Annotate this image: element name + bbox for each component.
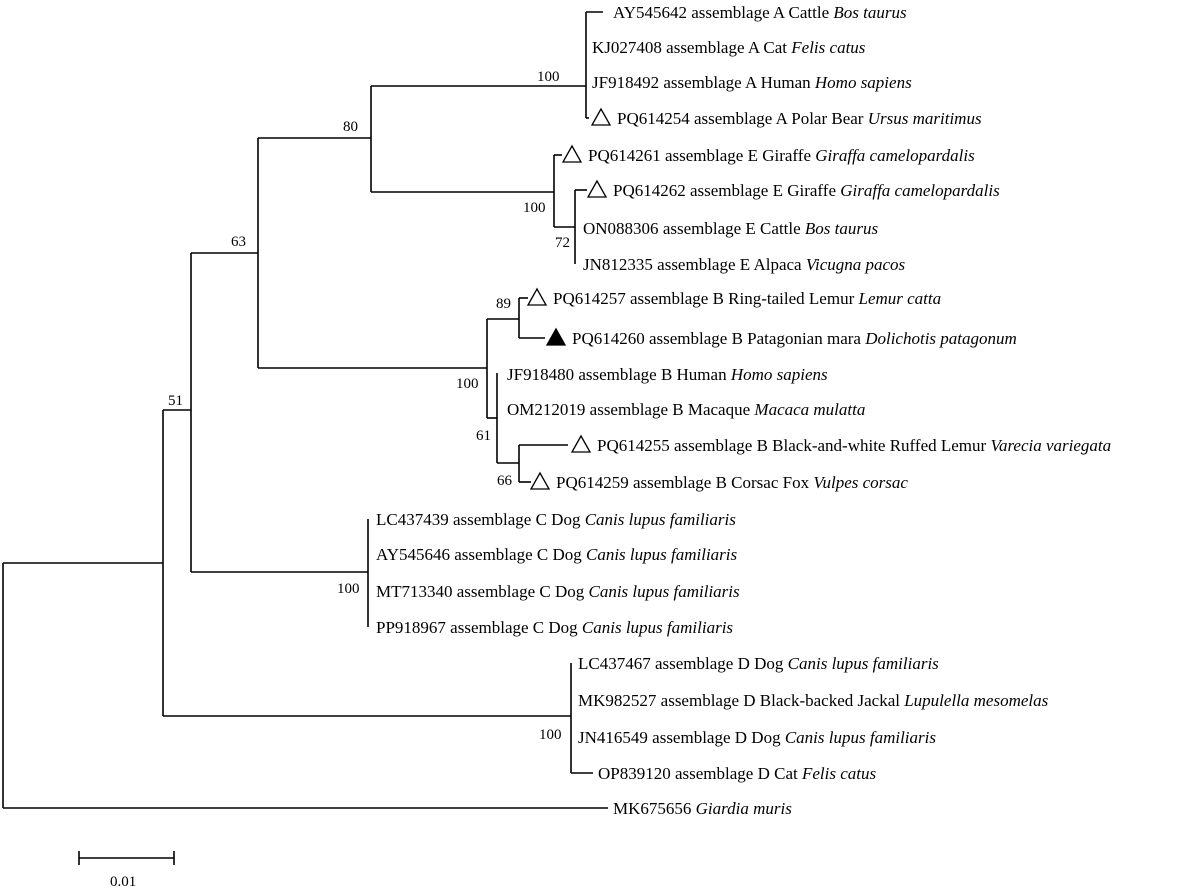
open-triangle-icon — [561, 144, 583, 163]
leaf-label: LC437439 assemblage C Dog Canis lupus fa… — [376, 510, 736, 529]
bootstrap-value: 89 — [496, 296, 511, 312]
bootstrap-value: 66 — [497, 473, 513, 489]
bootstrap-value: 100 — [539, 727, 562, 743]
leaf-label: PQ614262 assemblage E Giraffe Giraffa ca… — [613, 181, 1000, 200]
leaf-label: AY545646 assemblage C Dog Canis lupus fa… — [376, 545, 738, 564]
leaf-label: PQ614257 assemblage B Ring-tailed Lemur … — [553, 289, 941, 308]
leaf-label: OP839120 assemblage D Cat Felis catus — [598, 764, 876, 783]
leaf-label: MK982527 assemblage D Black-backed Jacka… — [578, 691, 1049, 710]
leaf-markers — [526, 107, 612, 490]
leaf-label: PP918967 assemblage C Dog Canis lupus fa… — [376, 618, 733, 637]
leaf-label: AY545642 assemblage A Cattle Bos taurus — [613, 3, 907, 22]
bootstrap-value: 80 — [343, 119, 358, 135]
bootstrap-value: 100 — [456, 376, 479, 392]
scale-bar: 0.01 — [78, 851, 175, 889]
bootstrap-value: 51 — [168, 393, 183, 409]
bootstrap-value: 100 — [537, 69, 560, 85]
leaf-label: JF918480 assemblage B Human Homo sapiens — [507, 365, 828, 384]
leaf-label: OM212019 assemblage B Macaque Macaca mul… — [507, 400, 865, 419]
leaf-label: JN416549 assemblage D Dog Canis lupus fa… — [578, 728, 936, 747]
open-triangle-icon — [570, 434, 592, 453]
bootstrap-value: 63 — [231, 234, 246, 250]
scale-bar-label: 0.01 — [110, 874, 136, 889]
leaf-labels: AY545642 assemblage A Cattle Bos taurus … — [376, 3, 1111, 818]
leaf-label: KJ027408 assemblage A Cat Felis catus — [592, 38, 866, 57]
leaf-label: ON088306 assemblage E Cattle Bos taurus — [583, 219, 878, 238]
leaf-label: PQ614261 assemblage E Giraffe Giraffa ca… — [588, 146, 975, 165]
leaf-label: PQ614255 assemblage B Black-and-white Ru… — [597, 436, 1111, 455]
bootstrap-value: 100 — [337, 581, 360, 597]
bootstrap-values: 100 80 100 72 63 89 100 61 66 51 100 100 — [168, 69, 570, 743]
leaf-label: LC437467 assemblage D Dog Canis lupus fa… — [578, 654, 939, 673]
tree-branches — [2, 11, 608, 809]
leaf-label: PQ614259 assemblage B Corsac Fox Vulpes … — [556, 473, 908, 492]
open-triangle-icon — [529, 471, 551, 490]
bootstrap-value: 61 — [476, 428, 491, 444]
open-triangle-icon — [590, 107, 612, 126]
leaf-label: MT713340 assemblage C Dog Canis lupus fa… — [376, 582, 740, 601]
leaf-label: MK675656 Giardia muris — [613, 799, 792, 818]
open-triangle-icon — [526, 287, 548, 306]
leaf-label: JN812335 assemblage E Alpaca Vicugna pac… — [583, 255, 906, 274]
leaf-label: PQ614254 assemblage A Polar Bear Ursus m… — [617, 109, 982, 128]
leaf-label: PQ614260 assemblage B Patagonian mara Do… — [572, 329, 1017, 348]
filled-triangle-icon — [545, 327, 567, 346]
leaf-label: JF918492 assemblage A Human Homo sapiens — [592, 73, 912, 92]
bootstrap-value: 100 — [523, 200, 546, 216]
bootstrap-value: 72 — [555, 235, 570, 251]
open-triangle-icon — [586, 179, 608, 198]
